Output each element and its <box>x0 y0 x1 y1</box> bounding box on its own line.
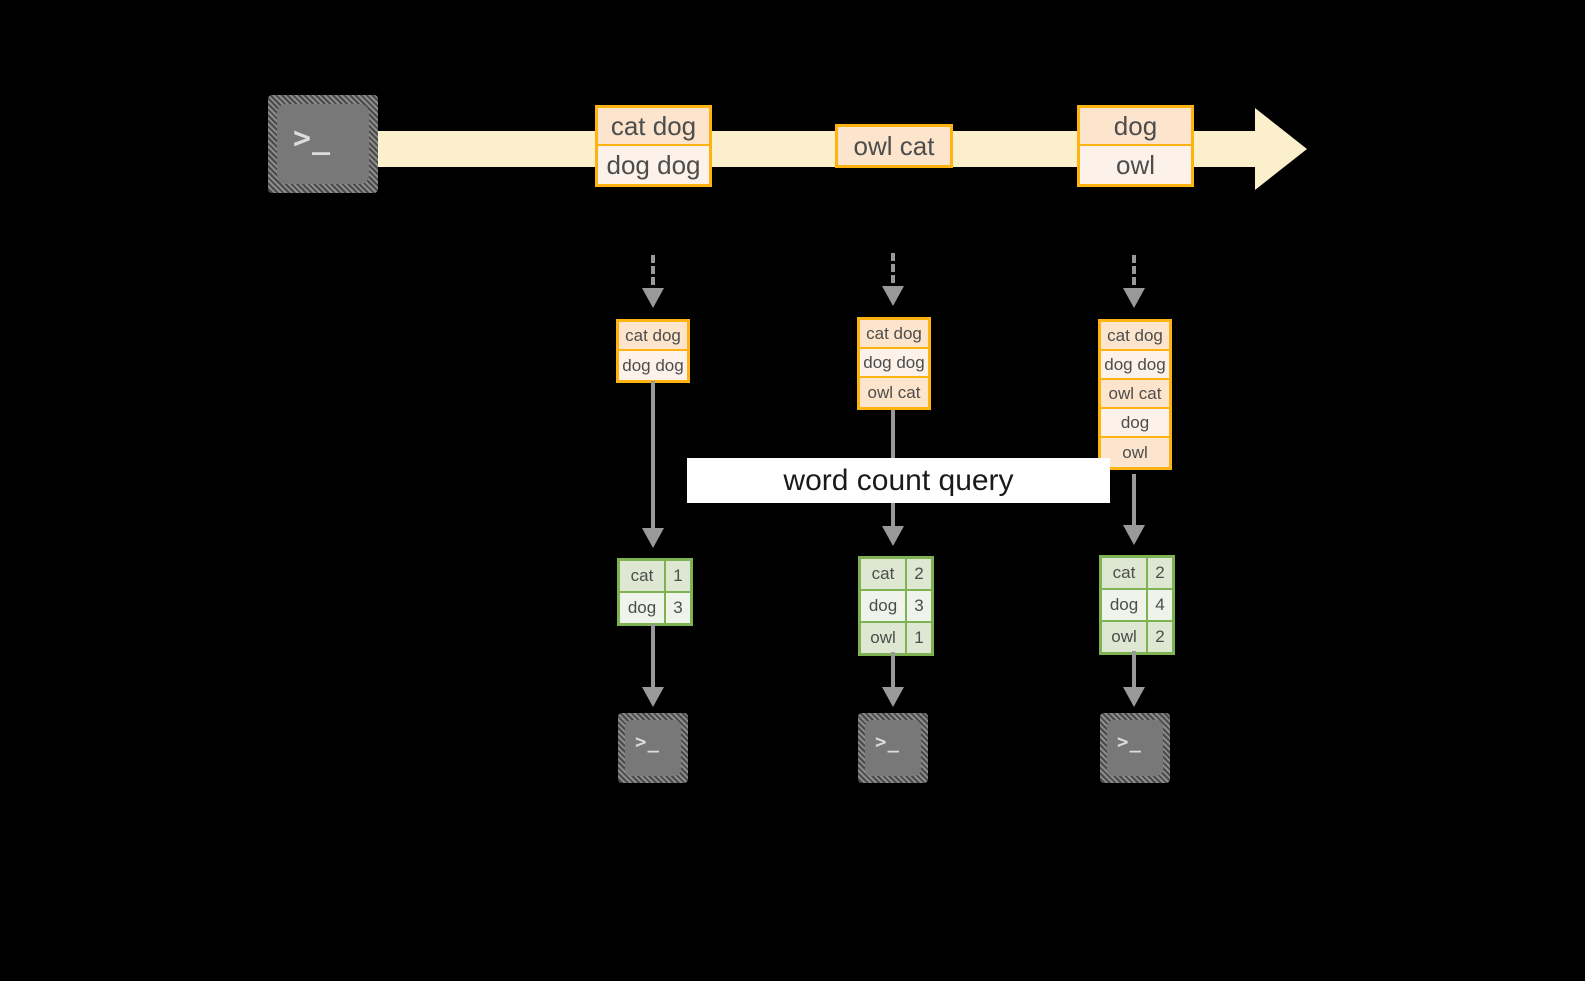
snapshot-2-sink-connector <box>891 652 895 692</box>
snapshot-1-sink-connector <box>651 624 655 690</box>
snapshot-2-table: cat dog dog dog owl cat <box>857 317 931 410</box>
stream-record-2: owl cat <box>835 124 953 168</box>
stream-record-line: dog dog <box>598 146 709 184</box>
result-word: cat <box>1102 558 1148 588</box>
terminal-screen: >_ <box>625 720 681 776</box>
terminal-screen: >_ <box>277 104 369 184</box>
snapshot-1-sink-arrowhead-icon <box>642 687 664 707</box>
snapshot-3-table: cat dog dog dog owl cat dog owl <box>1098 319 1172 470</box>
result-count: 1 <box>666 561 690 591</box>
query-label-text: word count query <box>783 463 1014 497</box>
result-word: dog <box>1102 590 1148 620</box>
result-word: owl <box>1102 622 1148 652</box>
snapshot-row: cat dog <box>860 320 928 349</box>
result-word: cat <box>620 561 666 591</box>
snapshot-row: dog dog <box>1101 351 1169 380</box>
terminal-prompt-glyph: >_ <box>635 731 660 753</box>
snapshot-row: cat dog <box>619 322 687 351</box>
result-row: cat 2 <box>861 559 931 591</box>
terminal-prompt-glyph: >_ <box>293 121 332 156</box>
snapshot-row: owl cat <box>1101 380 1169 409</box>
snapshot-1-query-arrowhead-icon <box>642 528 664 548</box>
result-word: owl <box>861 623 907 653</box>
snapshot-3-dashed-arrowhead-icon <box>1123 288 1145 308</box>
result-row: dog 4 <box>1102 590 1172 622</box>
snapshot-1-query-connector <box>651 381 655 531</box>
snapshot-3-sink-arrowhead-icon <box>1123 687 1145 707</box>
result-row: cat 2 <box>1102 558 1172 590</box>
result-count: 3 <box>666 593 690 623</box>
snapshot-2-sink-terminal-icon: >_ <box>858 713 928 783</box>
result-row: owl 2 <box>1102 622 1172 652</box>
terminal-prompt-glyph: >_ <box>875 731 900 753</box>
snapshot-1-result-table: cat 1 dog 3 <box>617 558 693 626</box>
result-word: dog <box>620 593 666 623</box>
snapshot-row: dog dog <box>860 349 928 378</box>
snapshot-1-dashed-connector <box>651 255 655 285</box>
snapshot-row: owl <box>1101 438 1169 467</box>
result-row: cat 1 <box>620 561 690 593</box>
stream-record-line: cat dog <box>598 108 709 146</box>
result-count: 2 <box>1148 558 1172 588</box>
stream-record-1: cat dog dog dog <box>595 105 712 187</box>
snapshot-2-result-table: cat 2 dog 3 owl 1 <box>858 556 934 656</box>
result-word: cat <box>861 559 907 589</box>
snapshot-row: dog <box>1101 409 1169 438</box>
stream-record-line: dog <box>1080 108 1191 146</box>
source-terminal-icon: >_ <box>268 95 378 193</box>
result-row: dog 3 <box>861 591 931 623</box>
result-word: dog <box>861 591 907 621</box>
snapshot-row: cat dog <box>1101 322 1169 351</box>
snapshot-row: dog dog <box>619 351 687 380</box>
snapshot-2-query-arrowhead-icon <box>882 526 904 546</box>
snapshot-1-dashed-arrowhead-icon <box>642 288 664 308</box>
stream-record-line: owl <box>1080 146 1191 184</box>
result-row: owl 1 <box>861 623 931 653</box>
snapshot-1-table: cat dog dog dog <box>616 319 690 383</box>
stream-arrowhead-icon <box>1255 108 1307 190</box>
terminal-screen: >_ <box>865 720 921 776</box>
snapshot-3-query-connector <box>1132 474 1136 528</box>
result-count: 4 <box>1148 590 1172 620</box>
snapshot-3-sink-connector <box>1132 651 1136 692</box>
result-count: 2 <box>907 559 931 589</box>
stream-record-line: owl cat <box>838 127 950 165</box>
result-count: 3 <box>907 591 931 621</box>
terminal-screen: >_ <box>1107 720 1163 776</box>
stream-record-3: dog owl <box>1077 105 1194 187</box>
snapshot-3-query-arrowhead-icon <box>1123 525 1145 545</box>
result-count: 2 <box>1148 622 1172 652</box>
terminal-prompt-glyph: >_ <box>1117 731 1142 753</box>
snapshot-2-dashed-arrowhead-icon <box>882 286 904 306</box>
snapshot-3-dashed-connector <box>1132 255 1136 285</box>
snapshot-row: owl cat <box>860 378 928 407</box>
snapshot-2-sink-arrowhead-icon <box>882 687 904 707</box>
snapshot-3-sink-terminal-icon: >_ <box>1100 713 1170 783</box>
query-label-band: word count query <box>687 458 1110 503</box>
snapshot-1-sink-terminal-icon: >_ <box>618 713 688 783</box>
result-row: dog 3 <box>620 593 690 623</box>
snapshot-3-result-table: cat 2 dog 4 owl 2 <box>1099 555 1175 655</box>
snapshot-2-dashed-connector <box>891 253 895 283</box>
result-count: 1 <box>907 623 931 653</box>
